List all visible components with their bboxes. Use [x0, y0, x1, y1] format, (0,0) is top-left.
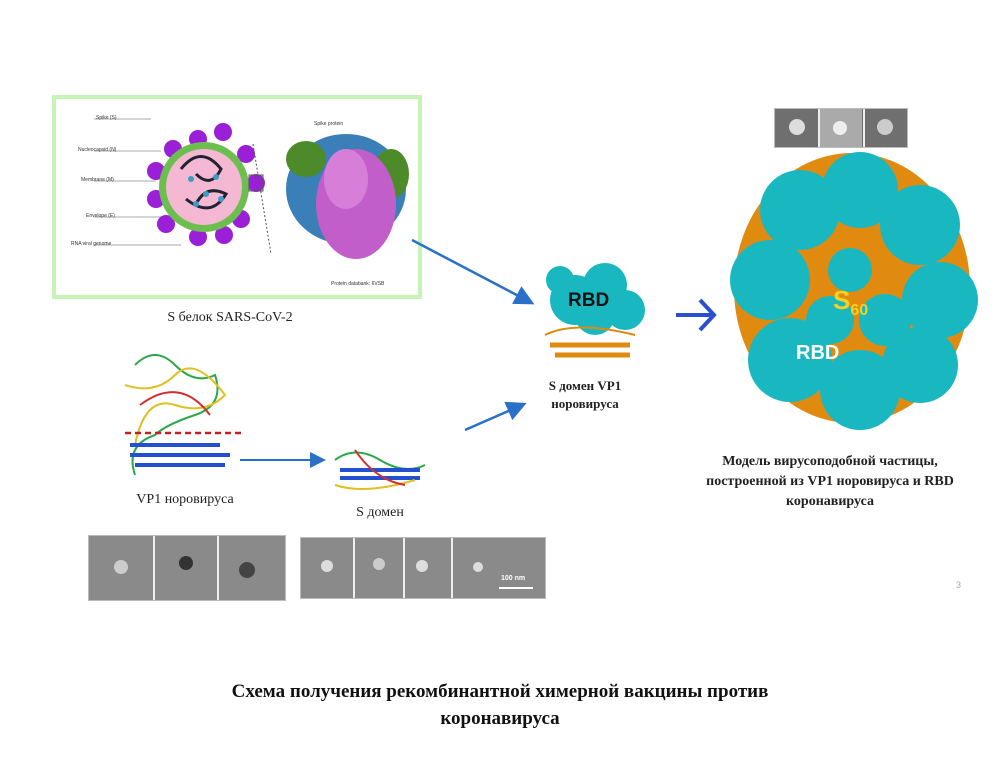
- label-rna-genome: RNA viral genome: [71, 241, 112, 247]
- page-number: 3: [956, 580, 962, 590]
- arrow-s-domain-to-fusion: [464, 401, 527, 432]
- label-membrane: Membrane (M): [81, 177, 114, 183]
- sars-cov-2-panel: Spike (S) Nucleocapsid (N) Membrane (M) …: [52, 95, 422, 299]
- em-images-s-domain: 100 nm: [300, 537, 546, 599]
- arrow-spike-to-rbd: [411, 238, 535, 305]
- label-envelope: Envelope (E): [86, 213, 115, 219]
- vlp-rbd-label: RBD: [796, 342, 840, 364]
- s-domain-structure: [334, 449, 426, 490]
- caption-vlp-line2: построенной из VP1 норовируса и RBD: [706, 474, 954, 489]
- caption-vlp-line3: коронавируса: [786, 494, 874, 509]
- em-images-vlp: [774, 108, 908, 148]
- caption-vlp-line1: Модель вирусоподобной частицы,: [722, 454, 938, 469]
- caption-vlp: Модель вирусоподобной частицы, построенн…: [660, 452, 1000, 512]
- virus-illustration: [94, 118, 409, 259]
- s60-label: S60: [833, 285, 869, 320]
- caption-fusion: S домен VP1 норовируса: [520, 377, 650, 413]
- caption-s-protein: S белок SARS-CoV-2: [167, 310, 293, 325]
- scale-bar: [499, 587, 533, 589]
- vlp-model: [730, 152, 978, 430]
- figure-title-line2: коронавируса: [440, 708, 560, 729]
- rbd-fusion-structure: [544, 263, 645, 358]
- caption-fusion-line2: норовируса: [551, 396, 619, 411]
- caption-s-domain: S домен: [356, 505, 404, 520]
- caption-vp1: VP1 норовируса: [136, 492, 234, 507]
- rbd-label: RBD: [568, 290, 610, 311]
- figure-title: Схема получения рекомбинантной химерной …: [0, 678, 1000, 732]
- label-spike: Spike (S): [96, 115, 117, 121]
- figure-title-line1: Схема получения рекомбинантной химерной …: [231, 681, 769, 702]
- em-images-vp1: [88, 535, 286, 601]
- label-spike-protein: Spike protein: [314, 121, 344, 127]
- label-source: Protein databank: 6VSB: [331, 281, 385, 287]
- arrow-fusion-to-vlp: [676, 298, 717, 332]
- caption-fusion-line1: S домен VP1: [548, 378, 622, 393]
- vp1-structure: [124, 354, 245, 476]
- scale-bar-label: 100 nm: [501, 575, 526, 582]
- label-nucleocapsid: Nucleocapsid (N): [78, 147, 117, 153]
- spike-protein-structure: [286, 134, 409, 259]
